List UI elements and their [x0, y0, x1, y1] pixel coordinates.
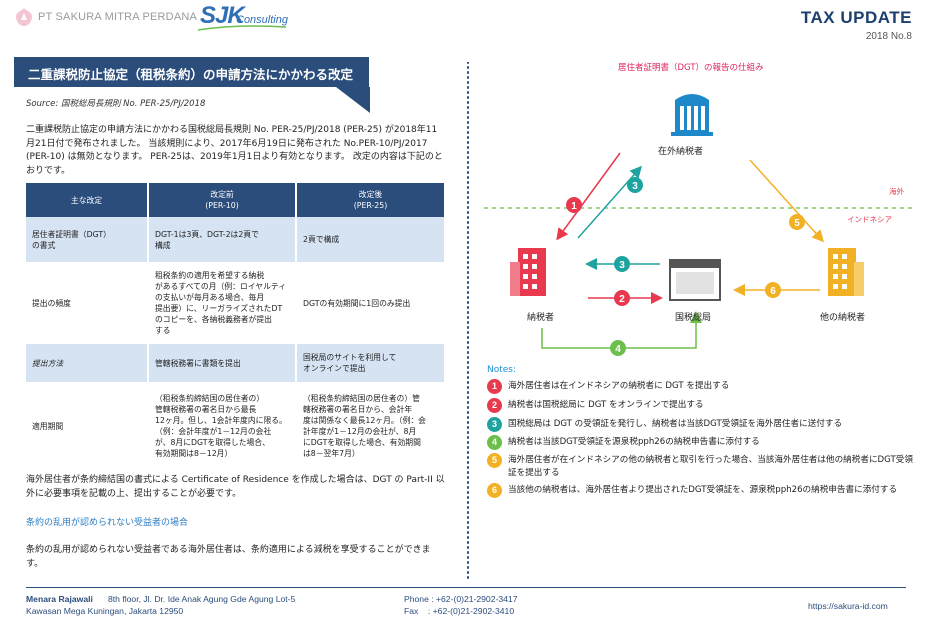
table-cell: （租税条約締結国の居住者の）管 轄税務署の署名日から、会計年 度は関係なく最長1…	[296, 383, 444, 470]
table-header-row: 主な改定 改定前 (PER-10) 改定後 (PER-25)	[26, 183, 444, 217]
footer-fax: Fax : +62-(0)21-2902-3410	[404, 606, 515, 616]
note-item: 1 海外居住者は在インドネシアの納税者に DGT を提出する	[487, 379, 917, 394]
step-number: 3	[619, 260, 625, 271]
border-label-outside: 海外	[889, 187, 904, 196]
step-badge-6: 6	[765, 282, 781, 298]
footer-address-line-2: Kawasan Mega Kuningan, Jakarta 12950	[26, 606, 184, 616]
logo-swoosh-icon	[197, 25, 287, 31]
table-header: 主な改定	[26, 183, 149, 217]
article-title-banner	[14, 57, 369, 87]
note-number-badge: 2	[487, 398, 502, 413]
table-row: 提出の頻度 租税条約の適用を希望する納税 があるすべての月（例：ロイヤルティ の…	[26, 263, 444, 344]
table-row: 提出方法 管轄税務署に書類を提出 国税局のサイトを利用して オンラインで提出	[26, 343, 444, 384]
table-cell: 2頁で構成	[296, 217, 444, 264]
dgt-online-icon	[669, 259, 721, 301]
taxpayer-building-icon	[510, 248, 546, 296]
note-text: 海外居住者が在インドネシアの他の納税者と取引を行った場合、当該海外居住者は他の納…	[508, 455, 913, 478]
article-title: 二重課税防止協定（租税条約）の申請方法にかかわる改定	[28, 67, 354, 82]
note-text: 当該他の納税者は、海外居住者より提出されたDGT受領証を、源泉税pph26の納税…	[508, 485, 898, 495]
table-cell: 国税局のサイトを利用して オンラインで提出	[296, 343, 444, 384]
sjk-logo-subtitle: Consulting	[236, 14, 288, 26]
note-text: 海外居住者は在インドネシアの納税者に DGT を提出する	[508, 381, 730, 391]
note-item: 3 国税総局は DGT の受領証を発行し、納税者は当該DGT受領証を海外居住者に…	[487, 417, 917, 432]
step-number: 2	[619, 294, 625, 305]
note-number-badge: 6	[487, 483, 502, 498]
step-badge-3b: 3	[614, 256, 630, 272]
diagram-title: 居住者証明書（DGT）の報告の仕組み	[618, 63, 764, 73]
step-number: 4	[615, 344, 621, 355]
footer-building: Menara Rajawali	[26, 594, 93, 604]
notes-heading: Notes:	[487, 365, 517, 375]
note-item: 4 納税者は当該DGT受領証を源泉税pph26の納税申告書に添付する	[487, 435, 917, 450]
company-name: PT SAKURA MITRA PERDANA	[38, 11, 198, 23]
table-header: 改定後 (PER-25)	[296, 183, 444, 217]
issue-number: 2018 No.8	[865, 31, 912, 42]
note-number-badge: 5	[487, 453, 502, 468]
table-row: 適用期間 （租税条約締結国の居住者の） 管轄税務署の署名日から最長 12ヶ月。但…	[26, 383, 444, 470]
note-number-badge: 4	[487, 435, 502, 450]
step-number: 6	[770, 286, 776, 297]
newsletter-title: TAX UPDATE	[800, 8, 912, 27]
step-badge-1: 1	[566, 197, 582, 213]
table-cell: DGT-1は3頁、DGT-2は2頁で 構成	[148, 217, 297, 264]
step-badge-3a: 3	[627, 177, 643, 193]
step-badge-4: 4	[610, 340, 626, 356]
dgt-flow-diagram: 1 3 3 2 4 5 6	[484, 94, 916, 356]
note-item: 5 海外居住者が在インドネシアの他の納税者と取引を行った場合、当該海外居住者は他…	[487, 453, 917, 480]
revision-table: 主な改定 改定前 (PER-10) 改定後 (PER-25) 居住者証明書（DG…	[26, 183, 444, 470]
intro-paragraph: 二重課税防止協定の申請方法にかかわる国税総局長規則 No. PER-25/PJ/…	[26, 125, 443, 176]
sjk-logo: SJK	[200, 2, 245, 29]
note-text: 国税総局は DGT の受領証を発行し、納税者は当該DGT受領証を海外居住者に送付…	[508, 419, 843, 429]
footer-rule	[26, 587, 906, 588]
foreign-taxpayer-icon	[671, 94, 713, 136]
arrow-step-1	[556, 152, 621, 241]
table-cell: DGTの有効期間に1回のみ提出	[296, 263, 444, 344]
article-source: Source: 国税総局長規則 No. PER-25/PJ/2018	[26, 99, 206, 109]
border-label-inside: インドネシア	[847, 215, 892, 224]
step-number: 1	[571, 201, 577, 212]
node-taxpayer: 納税者	[527, 313, 555, 323]
table-cell: 提出方法	[26, 343, 149, 384]
step-badge-5: 5	[789, 214, 805, 230]
note-number-badge: 1	[487, 379, 502, 394]
table-row: 居住者証明書（DGT） の書式 DGT-1は3頁、DGT-2は2頁で 構成 2頁…	[26, 217, 444, 264]
note-text: 納税者は国税総局に DGT をオンラインで提出する	[508, 400, 704, 410]
node-foreign-taxpayer: 在外納税者	[658, 147, 704, 157]
step-number: 3	[632, 181, 638, 192]
beneficiary-paragraph: 条約の乱用が認められない受益者である海外居住者は、条約適用による減税を享受するこ…	[26, 545, 431, 569]
step-badge-2: 2	[614, 290, 630, 306]
table-cell: 居住者証明書（DGT） の書式	[26, 217, 149, 264]
footer-phone: Phone : +62-(0)21-2902-3417	[404, 594, 518, 604]
sakura-logo-icon	[16, 8, 32, 26]
node-other-taxpayer: 他の納税者	[820, 313, 866, 323]
table-header: 改定前 (PER-10)	[148, 183, 297, 217]
column-divider	[467, 62, 469, 580]
banner-tail	[336, 87, 370, 113]
note-number-badge: 3	[487, 417, 502, 432]
note-text: 納税者は当該DGT受領証を源泉税pph26の納税申告書に添付する	[508, 437, 760, 447]
step-number: 5	[794, 218, 800, 229]
table-cell: 提出の頻度	[26, 263, 149, 344]
table-cell: 租税条約の適用を希望する納税 があるすべての月（例：ロイヤルティ の支払いが毎月…	[148, 263, 297, 344]
table-cell: 管轄税務署に書類を提出	[148, 343, 297, 384]
note-item: 2 納税者は国税総局に DGT をオンラインで提出する	[487, 398, 917, 413]
footer-website-link[interactable]: https://sakura-id.com	[808, 601, 888, 611]
footer-address-line-1: 8th floor, Jl. Dr. Ide Anak Agung Gde Ag…	[108, 594, 296, 604]
section-subheading: 条約の乱用が認められない受益者の場合	[26, 518, 189, 528]
node-dgt: 国税総局	[675, 313, 712, 323]
table-cell: 適用期間	[26, 383, 149, 470]
certificate-paragraph: 海外居住者が条約締結国の書式による Certificate of Residen…	[26, 475, 445, 499]
other-taxpayer-building-icon	[828, 248, 864, 296]
table-cell: （租税条約締結国の居住者の） 管轄税務署の署名日から最長 12ヶ月。但し、1会計…	[148, 383, 297, 470]
arrow-step-5	[749, 159, 825, 243]
note-item: 6 当該他の納税者は、海外居住者より提出されたDGT受領証を、源泉税pph26の…	[487, 483, 917, 498]
